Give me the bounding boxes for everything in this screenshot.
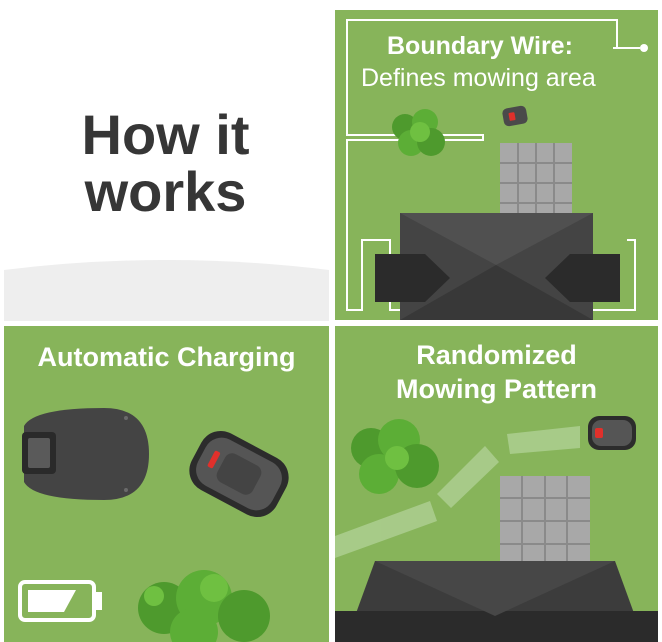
boundary-illustration [346,19,648,320]
battery-charging-icon [18,580,102,622]
intro-decoration [4,260,329,321]
mower-small [502,105,528,127]
boundary-wire-panel: Boundary Wire: Defines mowing area [335,10,658,320]
randomized-pattern-panel: Randomized Mowing Pattern [335,326,658,642]
pattern-title-line2: Mowing Pattern [396,374,597,404]
ground-hill [4,260,329,321]
charging-title: Automatic Charging [37,342,296,372]
house-roof [335,561,658,642]
charging-illustration [18,408,289,642]
patio-tiles [500,143,572,223]
pattern-title-line1: Randomized [416,340,577,370]
boundary-subtitle: Defines mowing area [361,64,596,92]
page-title-line2: works [84,160,247,223]
boundary-title: Boundary Wire: [387,32,573,60]
bush [138,570,270,642]
automatic-charging-panel: Automatic Charging [4,326,329,642]
robot-mower [189,430,289,518]
mowing-path-trails [335,426,580,558]
intro-panel: How it works [0,0,331,321]
patio-tiles [500,476,590,571]
bush [351,419,439,494]
wire-endpoint-dot [640,44,648,52]
robot-mower [588,416,636,450]
page-title-line1: How it [81,103,250,166]
charging-station [22,408,149,500]
pattern-illustration [335,416,658,642]
house-roof [375,213,620,320]
bush [392,109,445,156]
